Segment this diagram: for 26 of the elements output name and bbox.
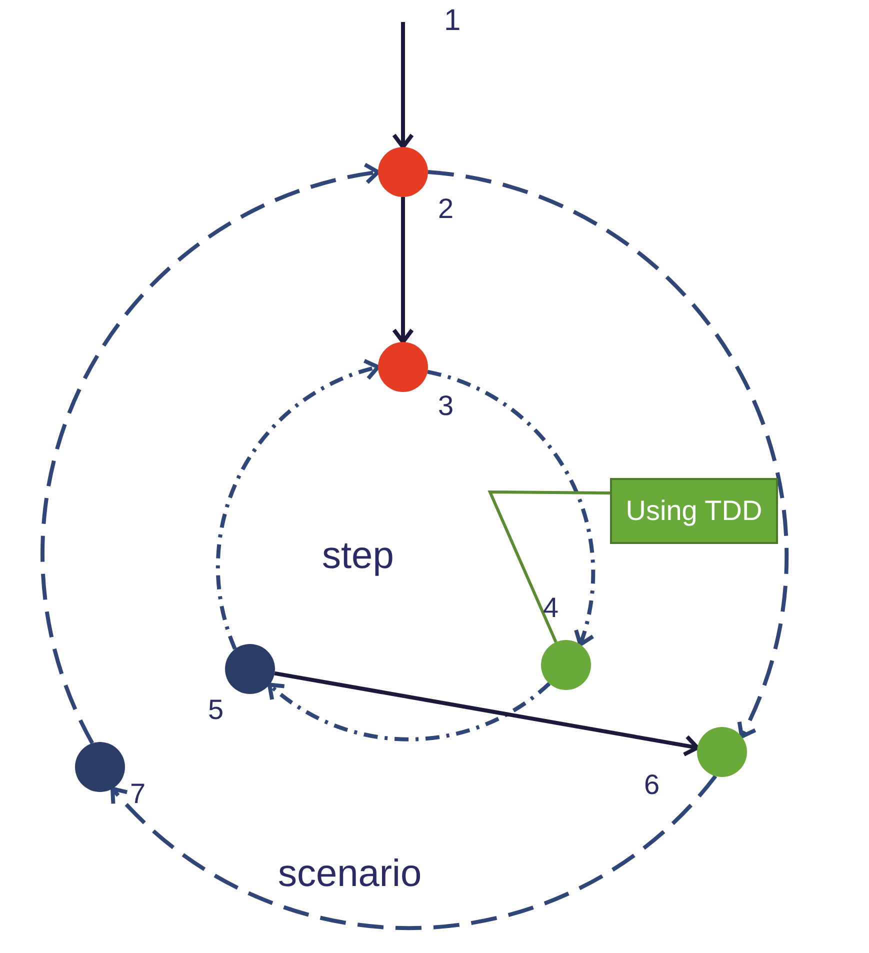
- callout-label: Using TDD: [610, 478, 778, 544]
- step-dot: [225, 644, 275, 694]
- step-dot: [541, 640, 591, 690]
- step-number: 3: [438, 392, 454, 420]
- loop-label: step: [322, 537, 394, 575]
- arrow: [392, 22, 414, 149]
- step-dot: [378, 342, 428, 392]
- step-number: 6: [644, 771, 660, 799]
- leader-line: [488, 490, 610, 643]
- arrow: [428, 170, 788, 739]
- step-dot: [378, 147, 428, 197]
- step-number: 1: [444, 6, 461, 36]
- arrow: [110, 774, 718, 930]
- step-number: 4: [543, 594, 559, 622]
- arrow: [392, 197, 414, 344]
- step-number: 7: [130, 780, 146, 808]
- arrow: [216, 360, 380, 650]
- step-dot: [75, 742, 125, 792]
- arrow: [274, 671, 700, 756]
- arrow: [40, 163, 380, 744]
- loop-label: scenario: [278, 855, 422, 893]
- arrow: [267, 682, 551, 742]
- arrow: [427, 370, 596, 646]
- step-dot: [697, 727, 747, 777]
- step-number: 5: [208, 696, 224, 724]
- step-number: 2: [438, 195, 454, 223]
